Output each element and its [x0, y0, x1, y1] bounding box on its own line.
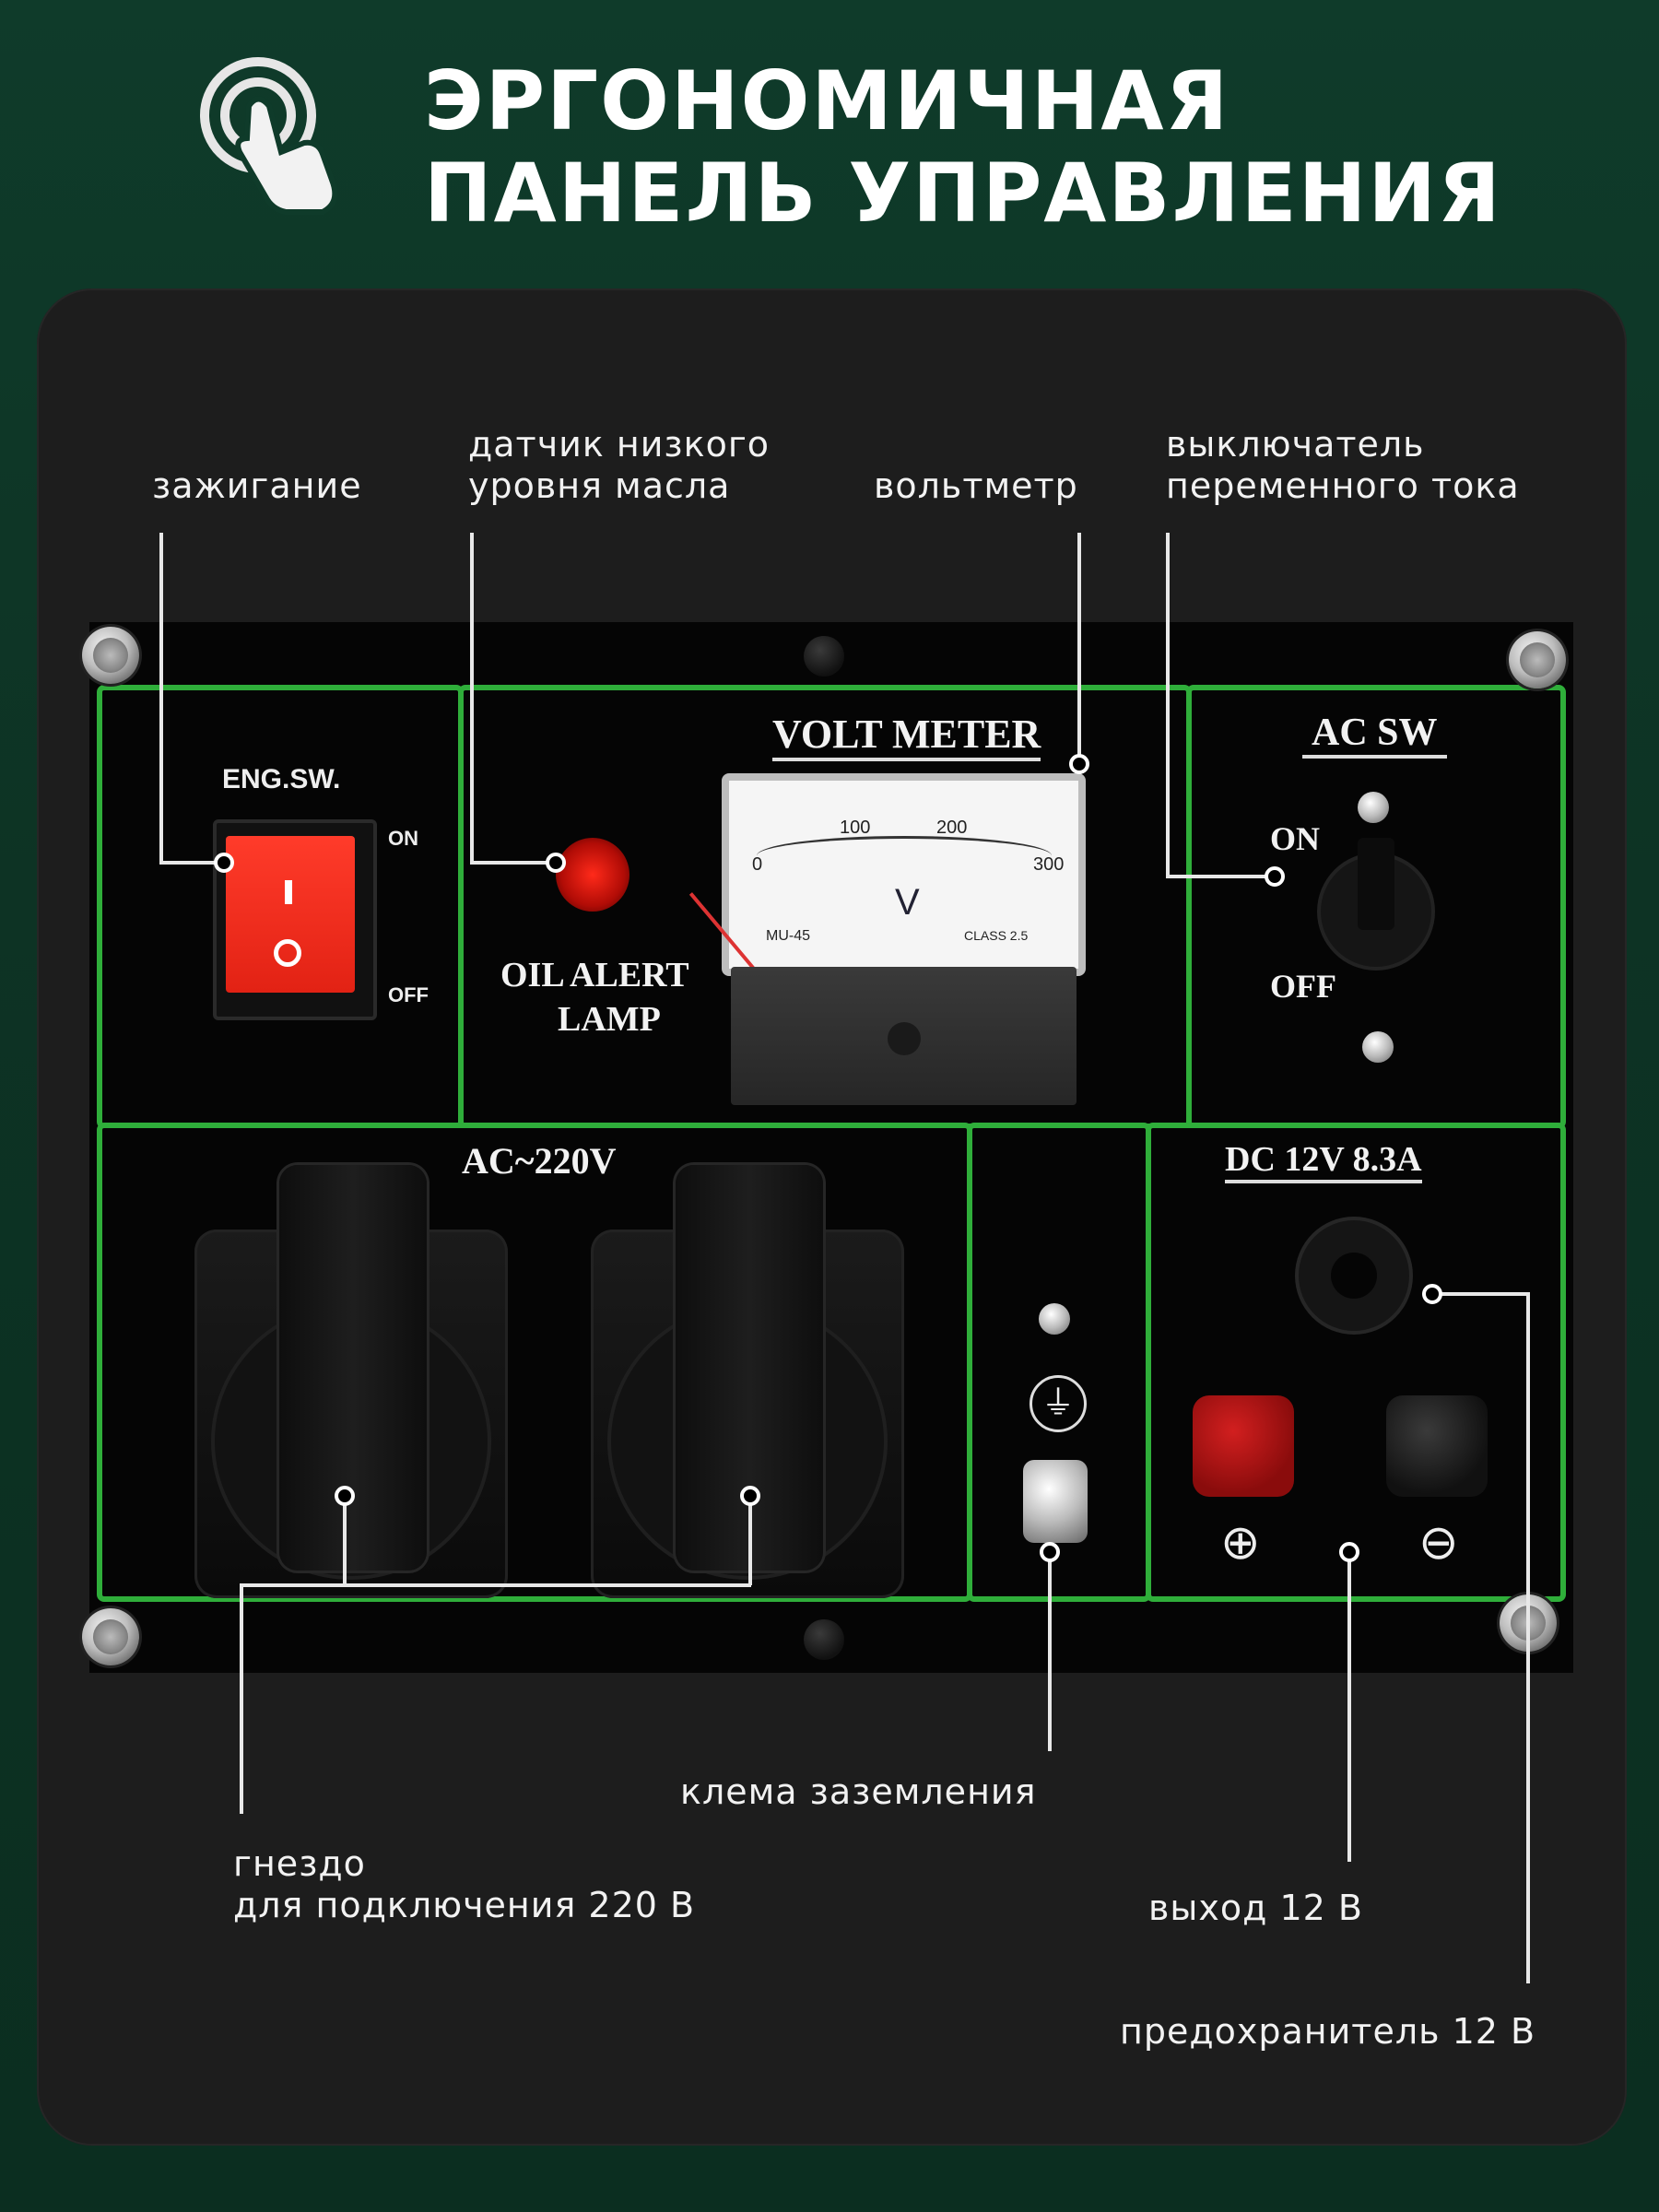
oil-alert-line1: OIL ALERT	[500, 956, 689, 994]
callout-line	[240, 1583, 751, 1587]
ignition-switch[interactable]	[213, 819, 377, 1020]
callout-line	[1048, 1558, 1052, 1751]
callout-line	[1526, 1292, 1530, 1983]
callout-line	[1166, 875, 1277, 878]
callout-line	[1436, 1292, 1530, 1296]
meter-face: 0 100 200 300 V MU-45 CLASS 2.5	[688, 773, 1086, 987]
callout-dot	[1339, 1542, 1359, 1562]
callout-line	[343, 1502, 347, 1585]
scale-0: 0	[752, 854, 763, 875]
label-oil-sensor: датчик низкого уровня масла	[468, 424, 770, 507]
rocker-red	[226, 836, 355, 993]
callout-dot	[214, 853, 234, 873]
meter-section: VOLT METER OIL ALERT LAMP 0 100 200 300 …	[458, 685, 1192, 1129]
ac-breaker-switch[interactable]	[1321, 838, 1431, 967]
scale-200: 200	[936, 818, 968, 838]
dc-fuse-holder[interactable]	[1299, 1220, 1409, 1331]
voltmeter: 0 100 200 300 V MU-45 CLASS 2.5	[688, 773, 1086, 1124]
voltmeter-label: VOLT METER	[772, 711, 1041, 761]
callout-line	[159, 861, 224, 865]
callout-line	[1347, 1558, 1351, 1862]
meter-unit: V	[895, 882, 920, 923]
ac-sw-label: AC SW	[1302, 711, 1447, 759]
label-dc-output: выход 12 В	[1148, 1888, 1363, 1928]
label-socket: гнездо для подключения 220 В	[233, 1843, 695, 1926]
oil-alert-lamp	[556, 838, 629, 912]
socket-right[interactable]	[591, 1165, 904, 1598]
meter-body	[731, 967, 1077, 1105]
callout-dot	[1265, 866, 1285, 887]
black-screw	[804, 636, 844, 677]
oil-alert-label: OIL ALERT LAMP	[500, 953, 689, 1041]
on-label: ON	[388, 827, 418, 850]
dc-positive-terminal[interactable]	[1193, 1395, 1294, 1497]
label-socket-line1: гнездо	[233, 1843, 366, 1884]
screw	[1039, 1303, 1070, 1335]
callout-line	[1166, 533, 1170, 878]
socket-left[interactable]	[194, 1165, 508, 1598]
label-ac-switch: выключатель переменного тока	[1166, 424, 1520, 507]
screw	[1358, 792, 1389, 823]
touch-hand-icon	[200, 57, 338, 215]
title-line-2: ПАНЕЛЬ УПРАВЛЕНИЯ	[424, 146, 1502, 241]
ac-off-label: OFF	[1270, 968, 1336, 1005]
screw	[1362, 1031, 1394, 1063]
label-ac-switch-line2: переменного тока	[1166, 465, 1520, 506]
eng-switch-section: ENG.SW. ON OFF	[97, 685, 464, 1129]
label-oil-sensor-line2: уровня масла	[468, 465, 731, 506]
callout-line	[1077, 533, 1081, 759]
ac-on-label: ON	[1270, 820, 1320, 857]
callout-line	[240, 1583, 243, 1814]
dc-label: DC 12V 8.3A	[1225, 1139, 1422, 1183]
oil-alert-line2: LAMP	[558, 1000, 661, 1039]
minus-icon: ⊖	[1418, 1516, 1459, 1570]
ground-section: ⏚	[967, 1123, 1151, 1602]
callout-dot	[1040, 1542, 1060, 1562]
label-voltmeter: вольтметр	[874, 465, 1078, 506]
callout-line	[159, 533, 163, 865]
label-fuse: предохранитель 12 В	[1120, 2011, 1536, 2052]
callout-dot	[335, 1486, 355, 1506]
corner-screw	[82, 627, 139, 684]
callout-dot	[546, 853, 566, 873]
black-screw	[804, 1619, 844, 1660]
label-ignition: зажигание	[152, 465, 362, 506]
callout-line	[470, 533, 474, 865]
ac-220-section: AC~220V	[97, 1123, 972, 1602]
ground-terminal[interactable]	[1023, 1460, 1088, 1543]
page-title: ЭРГОНОМИЧНАЯ ПАНЕЛЬ УПРАВЛЕНИЯ	[424, 55, 1502, 240]
control-panel: ENG.SW. ON OFF VOLT METER OIL ALERT LAMP…	[82, 622, 1573, 1673]
ac-switch-section: AC SW ON OFF	[1186, 685, 1566, 1129]
callout-dot	[740, 1486, 760, 1506]
dc-section: DC 12V 8.3A ⊕ ⊖	[1146, 1123, 1566, 1602]
plus-icon: ⊕	[1220, 1516, 1261, 1570]
dc-negative-terminal[interactable]	[1386, 1395, 1488, 1497]
callout-dot	[1422, 1284, 1442, 1304]
corner-screw	[1509, 631, 1566, 688]
corner-screw	[82, 1608, 139, 1665]
label-ac-switch-line1: выключатель	[1166, 424, 1425, 465]
callout-line	[470, 861, 553, 865]
scale-100: 100	[840, 818, 871, 838]
meter-model: MU-45	[766, 928, 811, 944]
callout-dot	[1069, 754, 1089, 774]
callout-line	[748, 1502, 752, 1585]
title-line-1: ЭРГОНОМИЧНАЯ	[424, 53, 1230, 148]
meter-class: CLASS 2.5	[964, 928, 1029, 943]
label-oil-sensor-line1: датчик низкого	[468, 424, 771, 465]
eng-sw-label: ENG.SW.	[222, 764, 341, 794]
scale-300: 300	[1033, 854, 1065, 875]
label-ground: клема заземления	[680, 1771, 1037, 1812]
off-label: OFF	[388, 983, 429, 1006]
ac-220-label: AC~220V	[462, 1140, 617, 1182]
label-socket-line2: для подключения 220 В	[233, 1885, 696, 1925]
ground-symbol-icon: ⏚	[1030, 1375, 1087, 1432]
